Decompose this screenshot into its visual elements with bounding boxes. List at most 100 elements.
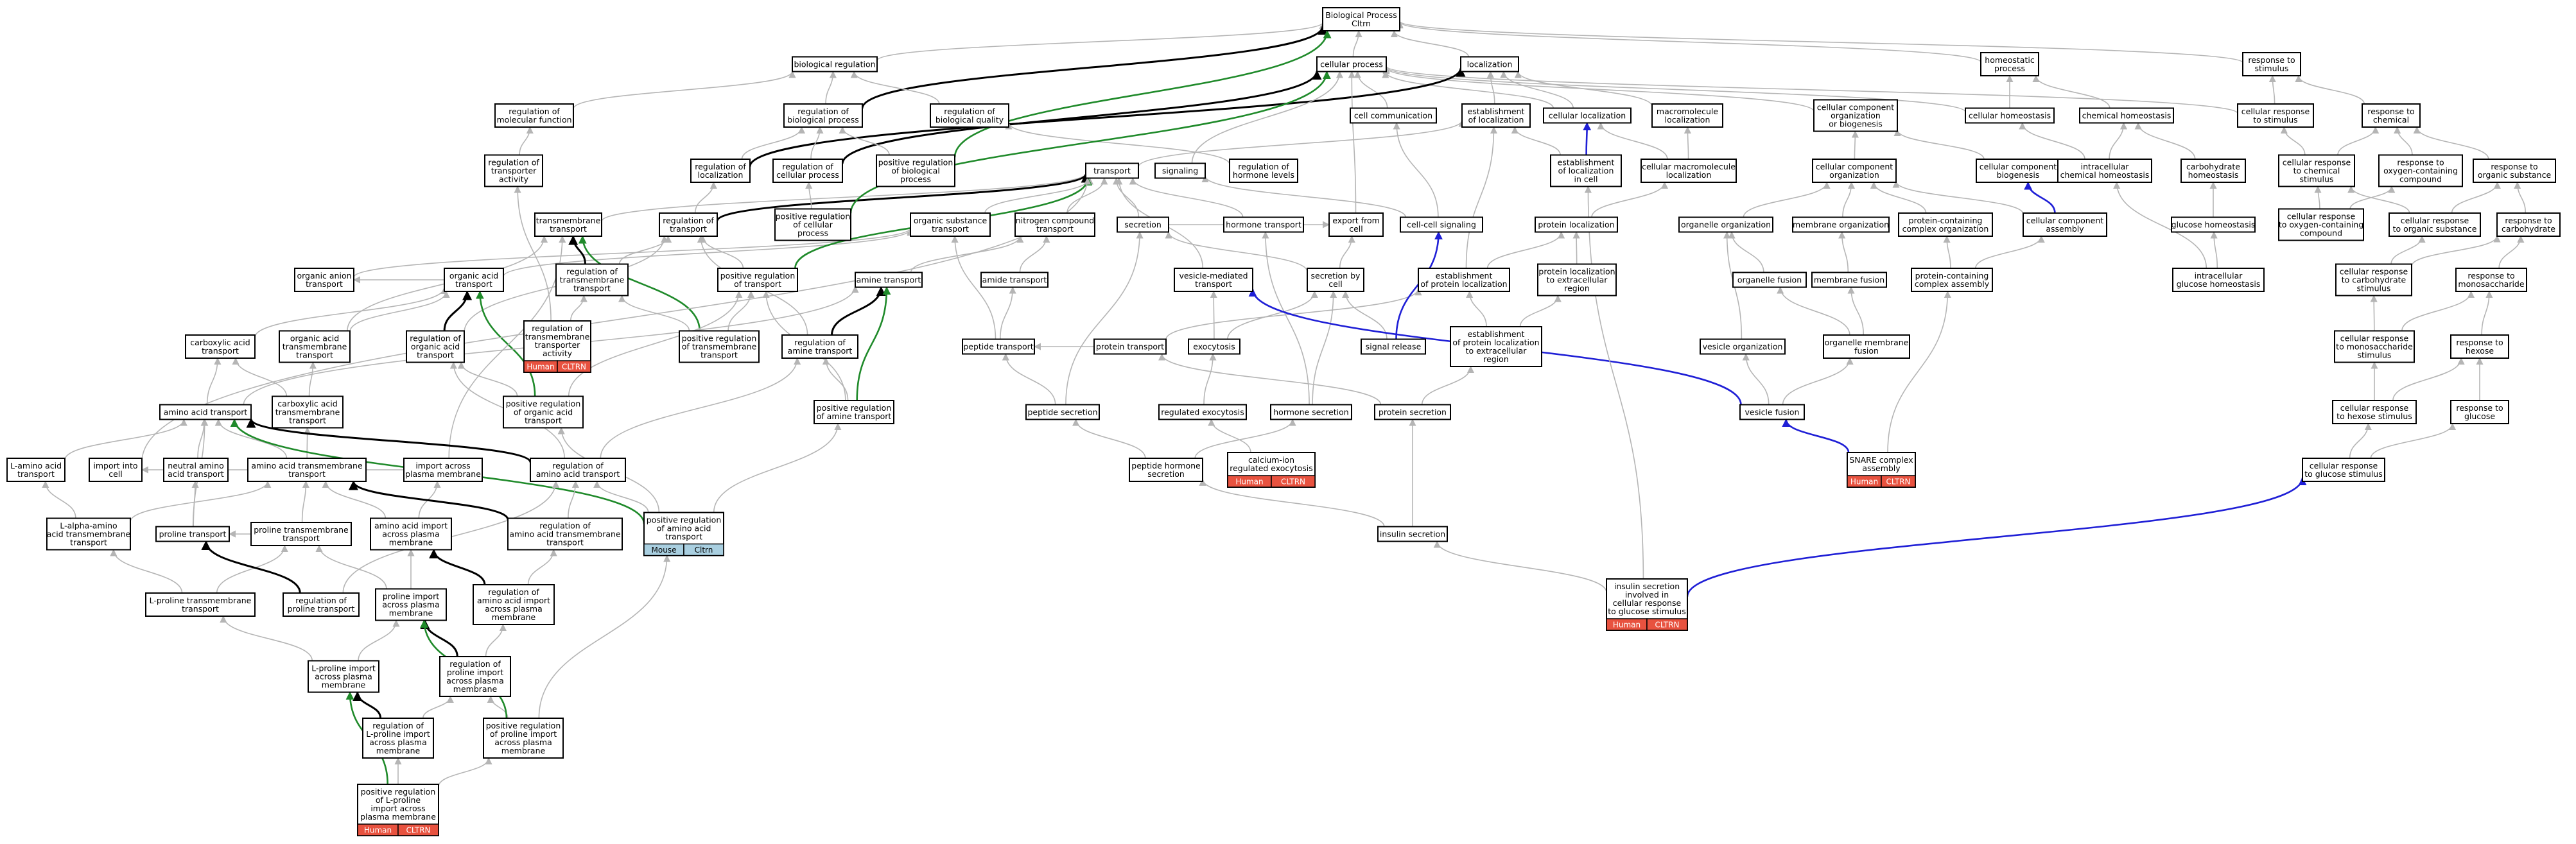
go-term-regulated-exocytosis[interactable]: regulated exocytosis <box>1158 404 1247 420</box>
go-term-secretion[interactable]: secretion <box>1117 216 1169 233</box>
go-term-peptide-transport[interactable]: peptide transport <box>962 338 1035 355</box>
go-term-amide-transport[interactable]: amide transport <box>980 271 1049 288</box>
go-term-signaling[interactable]: signaling <box>1154 162 1206 179</box>
go-term-vesicle-org[interactable]: vesicle organization <box>1700 338 1786 355</box>
go-term-reg-transmem-transporter[interactable]: regulation oftransmembranetransporteract… <box>523 320 591 373</box>
go-term-organelle-fusion[interactable]: organelle fusion <box>1732 271 1807 288</box>
go-term-chem-homeo[interactable]: chemical homeostasis <box>2079 107 2174 124</box>
go-term-hormone-transport[interactable]: hormone transport <box>1223 216 1304 233</box>
go-term-amino-acid-transport[interactable]: amino acid transport <box>159 404 252 420</box>
go-term-hormone-secretion[interactable]: hormone secretion <box>1270 404 1352 420</box>
go-term-insulin-secretion[interactable]: insulin secretion <box>1377 526 1448 542</box>
go-term-signal-release[interactable]: signal release <box>1361 338 1426 355</box>
go-term-mem-org[interactable]: membrane organization <box>1792 216 1890 233</box>
go-term-org-org[interactable]: organelle organization <box>1678 216 1773 233</box>
go-term-amine-transport[interactable]: amine transport <box>855 271 923 288</box>
go-term-exocytosis[interactable]: exocytosis <box>1188 338 1240 355</box>
go-term-localization[interactable]: localization <box>1460 56 1519 73</box>
go-term-cell-homeo[interactable]: cellular homeostasis <box>1965 107 2055 124</box>
go-term-cell-comm[interactable]: cell communication <box>1350 107 1437 124</box>
go-term-vesicle-fusion[interactable]: vesicle fusion <box>1739 404 1805 420</box>
go-term-cell-loc[interactable]: cellular localization <box>1543 107 1632 124</box>
go-term-proline-transport[interactable]: proline transport <box>155 526 230 542</box>
go-term-cc-signaling[interactable]: cell-cell signaling <box>1400 216 1483 233</box>
go-term-protein-loc[interactable]: protein localization <box>1535 216 1618 233</box>
go-term-protein-transport[interactable]: protein transport <box>1093 338 1167 355</box>
